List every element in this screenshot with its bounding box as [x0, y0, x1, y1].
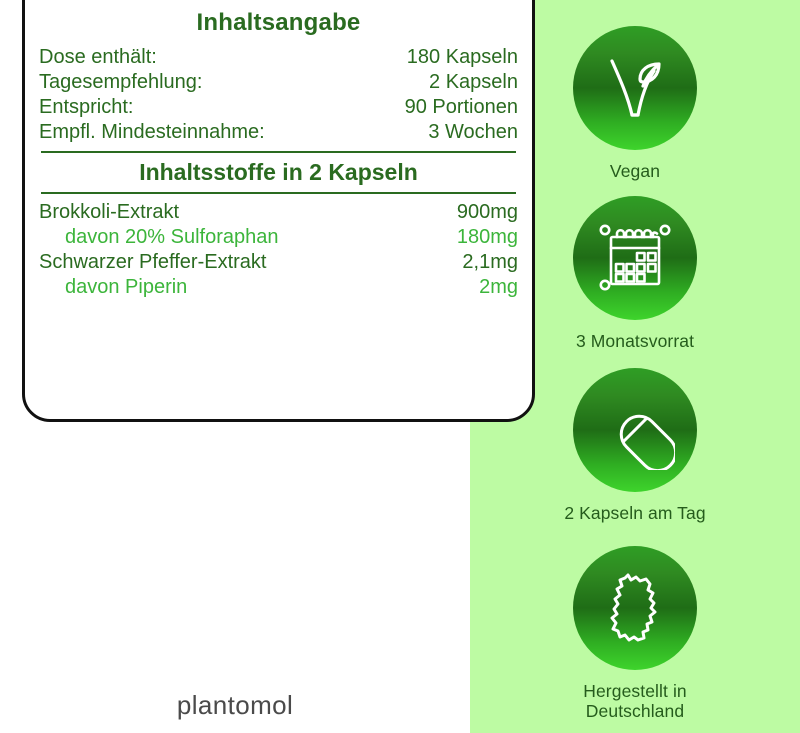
row-label: davon Piperin [65, 276, 188, 298]
row-value: 900mg [456, 201, 518, 223]
badge-label: Hergestellt in Deutschland [583, 681, 687, 722]
brand-logo: plantomol [176, 690, 294, 720]
badge-supply-duration: 3 Monatsvorrat [470, 196, 800, 351]
row-label: Schwarzer Pfeffer-Extrakt [39, 251, 267, 273]
table-row: Tagesempfehlung: 2 Kapseln [39, 70, 518, 95]
ingredients-title: Inhaltsstoffe in 2 Kapseln [139, 159, 418, 185]
vegan-leaf-icon [610, 59, 661, 117]
divider [41, 192, 516, 194]
table-row: Entspricht: 90 Portionen [39, 95, 518, 120]
row-label: Entspricht: [39, 96, 134, 118]
ingredients-table: Brokkoli-Extrakt 900mg davon 20% Sulfora… [39, 200, 518, 300]
badge-vegan: Vegan [470, 26, 800, 181]
row-label: Tagesempfehlung: [39, 71, 203, 93]
row-value: 2mg [479, 276, 518, 298]
calendar-icon [599, 224, 671, 291]
table-row: davon Piperin 2mg [39, 275, 518, 300]
table-row: Brokkoli-Extrakt 900mg [39, 200, 518, 225]
supplement-facts-card: Inhaltsangabe Dose enthält: 180 Kapseln … [22, 0, 535, 422]
table-row: davon 20% Sulforaphan 180mg [39, 225, 518, 250]
row-label: Dose enthält: [39, 46, 157, 68]
table-row: Schwarzer Pfeffer-Extrakt 2,1mg [39, 250, 518, 275]
badge-circle [573, 196, 697, 320]
divider [41, 151, 516, 153]
badge-made-in-germany: Hergestellt in Deutschland [470, 546, 800, 722]
row-value: 2 Kapseln [429, 71, 518, 93]
row-label: Brokkoli-Extrakt [39, 201, 180, 223]
table-row: Dose enthält: 180 Kapseln [39, 45, 518, 70]
badge-daily-dose: 2 Kapseln am Tag [470, 368, 800, 523]
badge-label: Vegan [609, 161, 661, 181]
row-value: 180 Kapseln [406, 46, 518, 68]
badge-label: 3 Monatsvorrat [575, 331, 695, 351]
row-value: 2,1mg [462, 251, 518, 273]
row-value: 180mg [456, 226, 518, 248]
badge-circle [573, 26, 697, 150]
capsule-icon [619, 414, 675, 470]
facts-title: Inhaltsangabe [196, 9, 361, 36]
germany-map-icon [610, 573, 657, 642]
badge-label: 2 Kapseln am Tag [564, 503, 706, 523]
badge-circle [573, 546, 697, 670]
badge-panel: Vegan [470, 0, 800, 733]
summary-table: Dose enthält: 180 Kapseln Tagesempfehlun… [39, 45, 518, 145]
row-label: Empfl. Mindesteinnahme: [39, 121, 265, 143]
badge-circle [573, 368, 697, 492]
table-row: Empfl. Mindesteinnahme: 3 Wochen [39, 120, 518, 145]
row-value: 3 Wochen [428, 121, 518, 143]
row-label: davon 20% Sulforaphan [65, 226, 279, 248]
row-value: 90 Portionen [404, 96, 518, 118]
